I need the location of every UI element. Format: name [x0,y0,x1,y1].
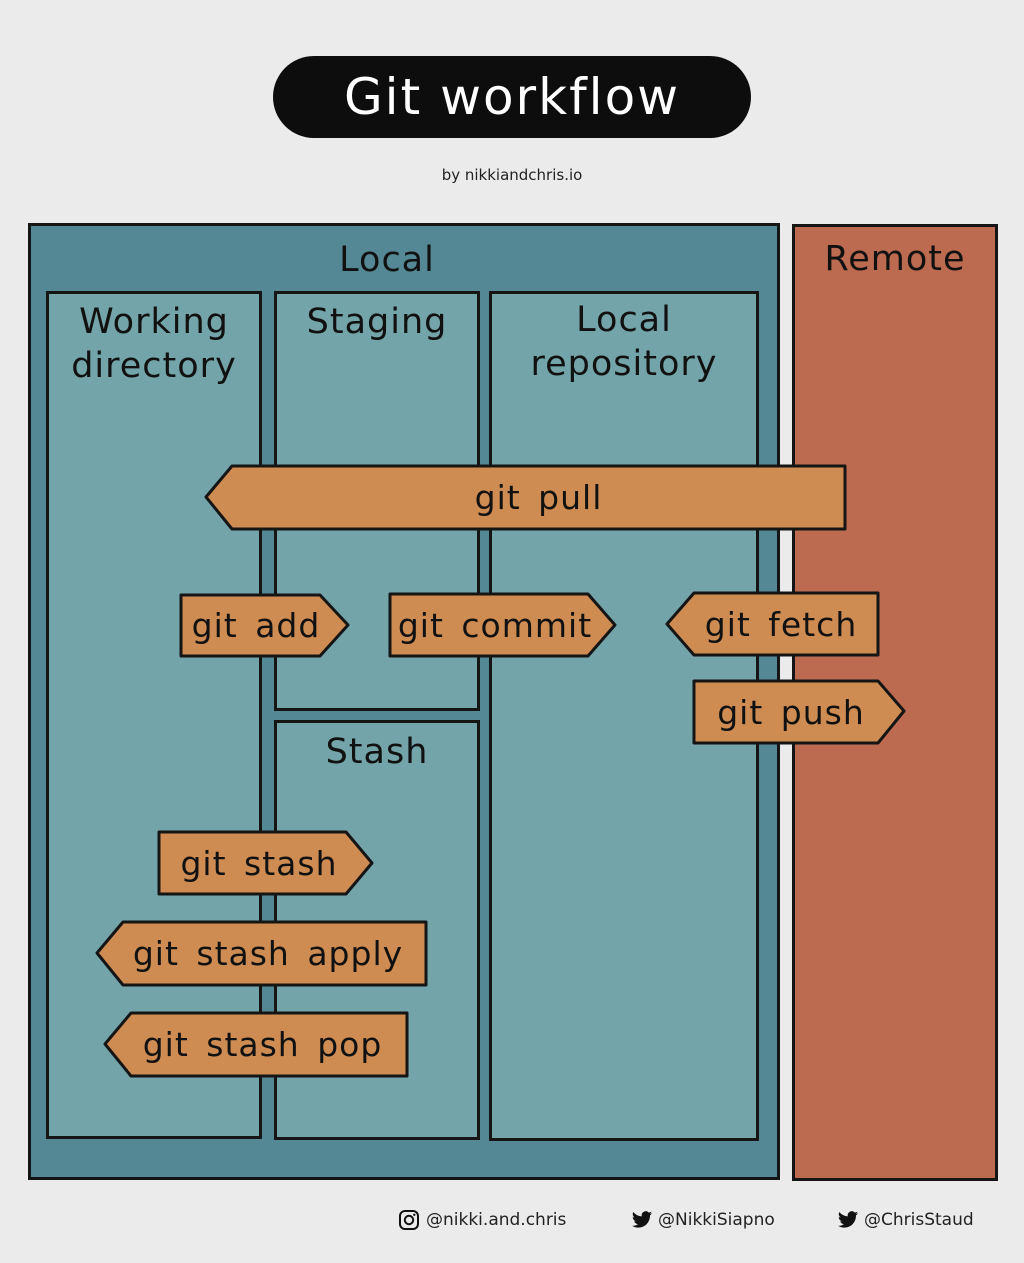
stash-label: Stash [325,732,429,772]
git-push-label: git push [717,692,865,732]
git-commit-label: git commit [397,605,593,645]
git-stash-pop-label: git stash pop [142,1025,383,1064]
git-stash-apply-label: git stash apply [132,934,404,973]
twitter-handle-text: @NikkiSiapno [658,1210,775,1230]
working-directory-label: Working directory [71,302,237,386]
git-add-label: git add [191,606,321,645]
twitter-handle-text: @ChrisStaud [864,1210,974,1230]
instagram-handle[interactable]: @nikki.and.chris [398,1206,566,1234]
twitter-icon [630,1209,653,1231]
twitter-handle-nikki[interactable]: @NikkiSiapno [630,1206,775,1234]
remote-label: Remote [824,239,966,279]
git-stash-label: git stash [180,843,338,883]
title-banner: Git workflow [273,56,751,138]
git-pull-label: git pull [474,478,603,517]
working-directory-column [46,291,262,1139]
staging-label: Staging [306,302,448,342]
local-repository-label: Local repository [530,300,718,384]
twitter-icon [836,1209,859,1231]
git-fetch-label: git fetch [704,604,858,644]
twitter-handle-chris[interactable]: @ChrisStaud [836,1206,974,1234]
instagram-icon [398,1209,420,1231]
page-title: Git workflow [343,68,681,126]
byline: by nikkiandchris.io [441,166,583,184]
local-label: Local [339,240,435,280]
instagram-handle-text: @nikki.and.chris [426,1210,567,1230]
